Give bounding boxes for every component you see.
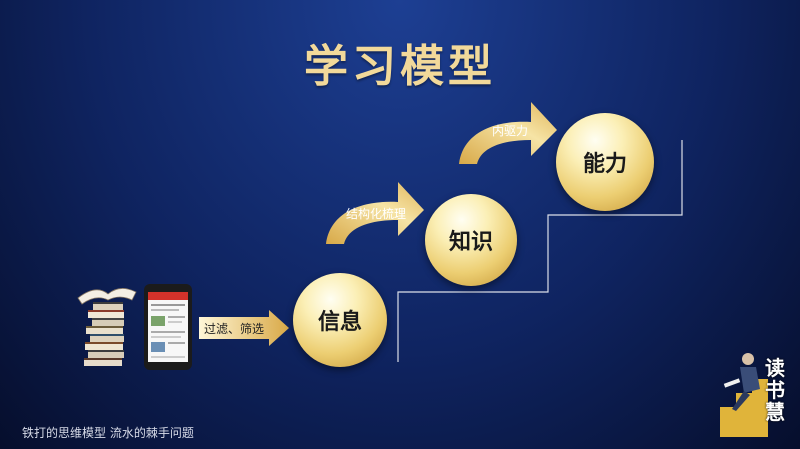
structure-arrow bbox=[326, 182, 424, 244]
structure-label: 结构化梳理 bbox=[346, 207, 407, 221]
node-knowledge-label: 知识 bbox=[448, 230, 493, 255]
footer-caption: 铁打的思维模型 流水的棘手问题 bbox=[22, 426, 194, 440]
filter-arrow bbox=[199, 310, 289, 346]
node-info-label: 信息 bbox=[317, 310, 362, 335]
node-ability-label: 能力 bbox=[582, 152, 627, 177]
drive-label: 内驱力 bbox=[492, 124, 529, 138]
phone-icon bbox=[144, 284, 192, 370]
logo-text: 读书慧 bbox=[765, 356, 785, 424]
node-ability: 能力 bbox=[556, 113, 654, 211]
node-info: 信息 bbox=[293, 273, 387, 367]
brand-logo: 读书慧 bbox=[714, 345, 794, 440]
books-stack-icon bbox=[77, 288, 137, 366]
node-knowledge: 知识 bbox=[425, 194, 517, 286]
drive-arrow bbox=[459, 102, 557, 164]
filter-label: 过滤、筛选 bbox=[204, 322, 265, 336]
slide-title: 学习模型 bbox=[304, 41, 496, 92]
books-and-phone-icon bbox=[77, 284, 192, 370]
reader-figure-icon bbox=[720, 353, 768, 437]
